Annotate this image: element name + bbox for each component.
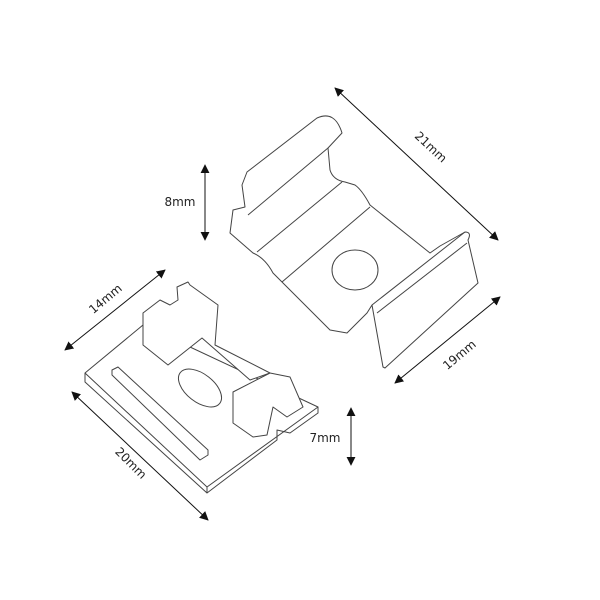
lower-length-label: 20mm <box>112 445 149 482</box>
upper-width-label: 19mm <box>440 337 479 373</box>
lower-width-label: 14mm <box>86 281 125 317</box>
upper-length-label: 21mm <box>412 129 450 166</box>
upper-height-label: 8mm <box>164 195 195 209</box>
lower-height-label: 7mm <box>309 431 340 445</box>
screw-hole <box>331 249 379 291</box>
dimension-arrows <box>64 87 501 521</box>
